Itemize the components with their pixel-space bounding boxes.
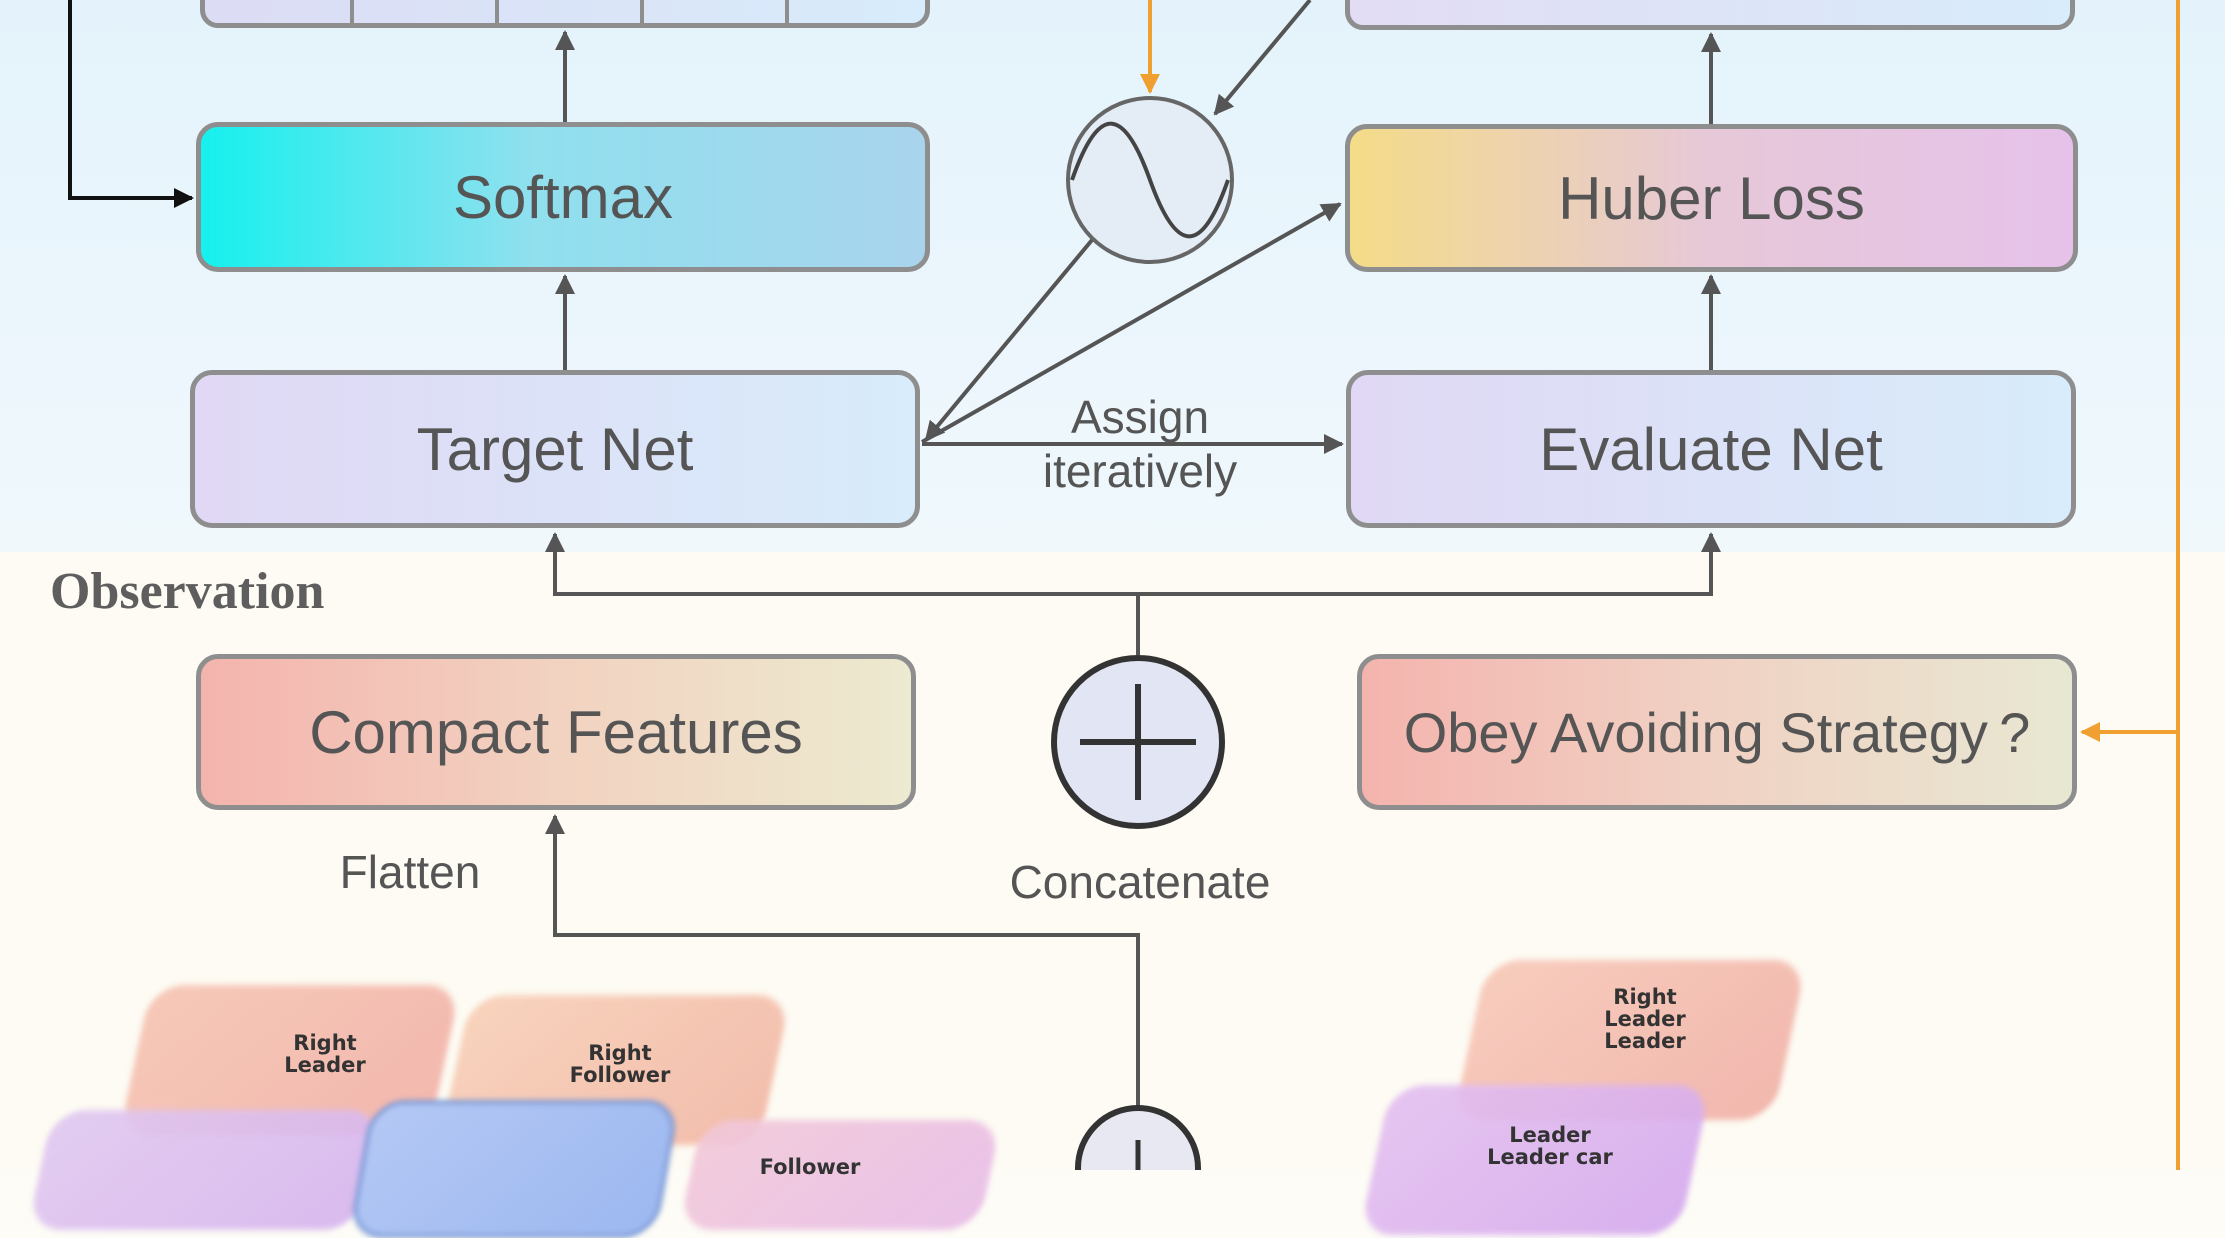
right-leader-tile-label: Right Leader xyxy=(284,1031,366,1078)
q-values-cell-divider xyxy=(350,0,354,23)
q-values-cell-divider xyxy=(640,0,644,23)
arrow-targetnet-to-huber xyxy=(921,202,1342,444)
q-values-cell-divider xyxy=(495,0,499,23)
huber-loss-node: Huber Loss xyxy=(1345,124,2078,272)
concat-to-targetnet-arrow xyxy=(545,532,1140,655)
q-values-cell-divider xyxy=(785,0,789,23)
right-follower-tile-label: Right Follower xyxy=(569,1041,671,1088)
leader-leader-car-tile-label: Leader Leader car xyxy=(1487,1123,1613,1170)
feedback-arrow-into-softmax xyxy=(68,0,194,208)
assign-label-line2: iteratively xyxy=(1042,445,1238,497)
assign-label-line1: Assign xyxy=(1070,391,1210,443)
bottom-plus-operator-node xyxy=(1075,1105,1201,1170)
loss-output-box xyxy=(1345,0,2075,30)
evaluate-net-node: Evaluate Net xyxy=(1346,370,2076,528)
flatten-label: Flatten xyxy=(339,846,481,898)
softmax-node: Softmax xyxy=(196,122,930,272)
right-leader-leader-tile-label: Right Leader Leader xyxy=(1604,985,1686,1054)
flatten-arrow xyxy=(545,814,1140,1170)
compact-features-node: Compact Features xyxy=(196,654,916,810)
q-values-vector xyxy=(200,0,930,28)
diagram-connectors xyxy=(68,0,2180,1170)
concatenate-label: Concatenate xyxy=(1009,856,1271,908)
obey-avoiding-strategy-node: Obey Avoiding Strategy ? xyxy=(1357,654,2077,810)
observation-section-label: Observation xyxy=(50,563,325,620)
arrow-input-to-sine xyxy=(1213,0,1312,116)
concat-to-evaluatenet-arrow xyxy=(1138,532,1721,596)
target-net-node: Target Net xyxy=(190,370,920,528)
arrow-sine-to-targetnet xyxy=(924,238,1094,442)
sine-wave-icon xyxy=(1070,121,1230,239)
